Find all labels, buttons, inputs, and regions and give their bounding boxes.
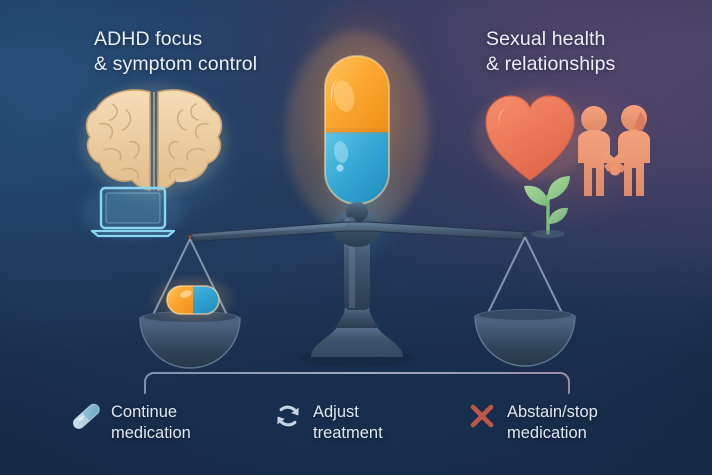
options-row: Continue medication Adjust treatment Abs (0, 398, 712, 464)
options-bracket (144, 357, 570, 394)
heading-right: Sexual health & relationships (486, 28, 616, 75)
capsule-icon (72, 403, 100, 430)
scale-pan-left (139, 238, 241, 369)
small-capsule-icon (166, 285, 220, 315)
option-label: Continue medication (111, 403, 191, 442)
option-label: Adjust treatment (313, 403, 383, 442)
heart-icon (474, 90, 586, 182)
plant-sprout-icon (524, 176, 570, 238)
option-abstain-stop-medication[interactable]: Abstain/stop medication (466, 402, 598, 443)
laptop-icon (81, 184, 185, 240)
option-label: Abstain/stop medication (507, 403, 598, 442)
balance-scale (139, 202, 576, 369)
capsule-hero-icon (285, 32, 429, 232)
cross-x-icon (470, 404, 494, 428)
heading-left: ADHD focus & symptom control (94, 28, 258, 75)
scale-pan-right (474, 236, 576, 367)
refresh-arrows-icon (277, 405, 299, 427)
option-adjust-treatment[interactable]: Adjust treatment (272, 402, 383, 443)
brain-icon (80, 84, 228, 196)
couple-icon (578, 105, 650, 196)
option-continue-medication[interactable]: Continue medication (70, 402, 191, 443)
